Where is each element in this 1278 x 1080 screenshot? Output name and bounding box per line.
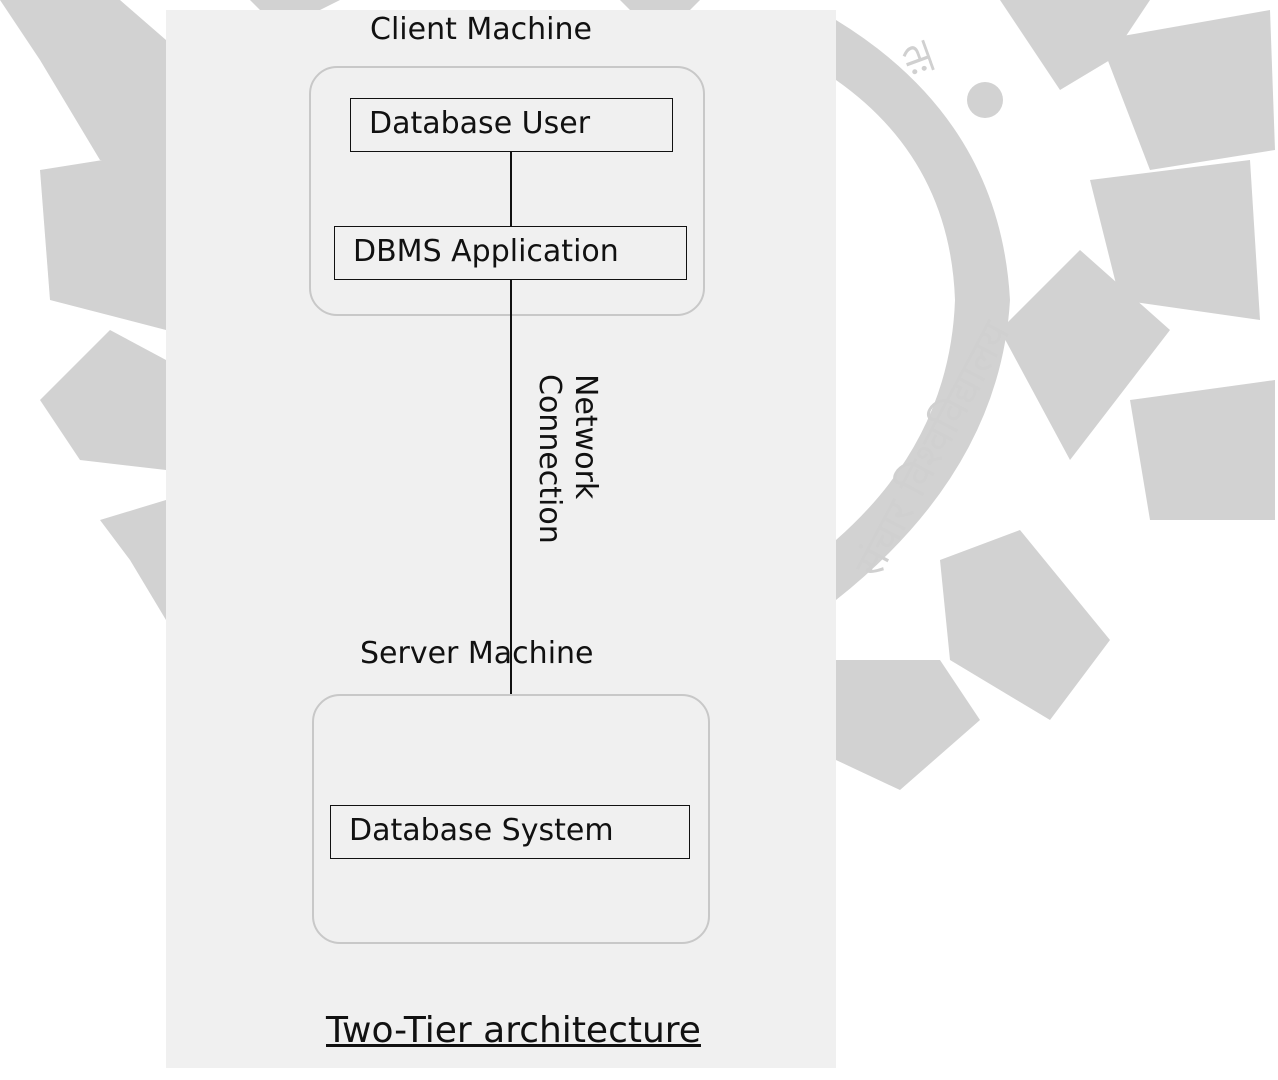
network-label-line1: Network [568,374,603,500]
network-label-line2: Connection [532,374,567,544]
watermark-spoke [0,0,166,170]
watermark-spoke [620,0,700,10]
network-connection-line [510,280,512,806]
dbms-application-node: DBMS Application [334,226,687,280]
watermark-spoke [940,530,1110,720]
watermark-spoke [100,500,166,620]
watermark-spoke [1100,10,1275,170]
database-system-node: Database System [330,805,690,859]
diagram-panel: Client Machine Database User DBMS Applic… [166,10,836,1068]
watermark-spoke [40,330,166,470]
watermark-ring [836,20,1010,600]
watermark-spoke [1090,160,1260,320]
watermark-spoke [1000,0,1150,90]
diagram-caption: Two-Tier architecture [326,1010,701,1051]
server-machine-title: Server Machine [360,636,594,671]
database-user-node: Database User [350,98,673,152]
watermark-spoke [40,150,166,330]
watermark-spoke [1000,250,1170,460]
watermark-spoke [250,0,340,10]
client-machine-title: Client Machine [370,12,592,47]
watermark-spoke [836,660,980,790]
watermark-dot [967,82,1003,118]
connector-user-to-application [510,152,512,226]
watermark-spoke [1130,380,1275,520]
